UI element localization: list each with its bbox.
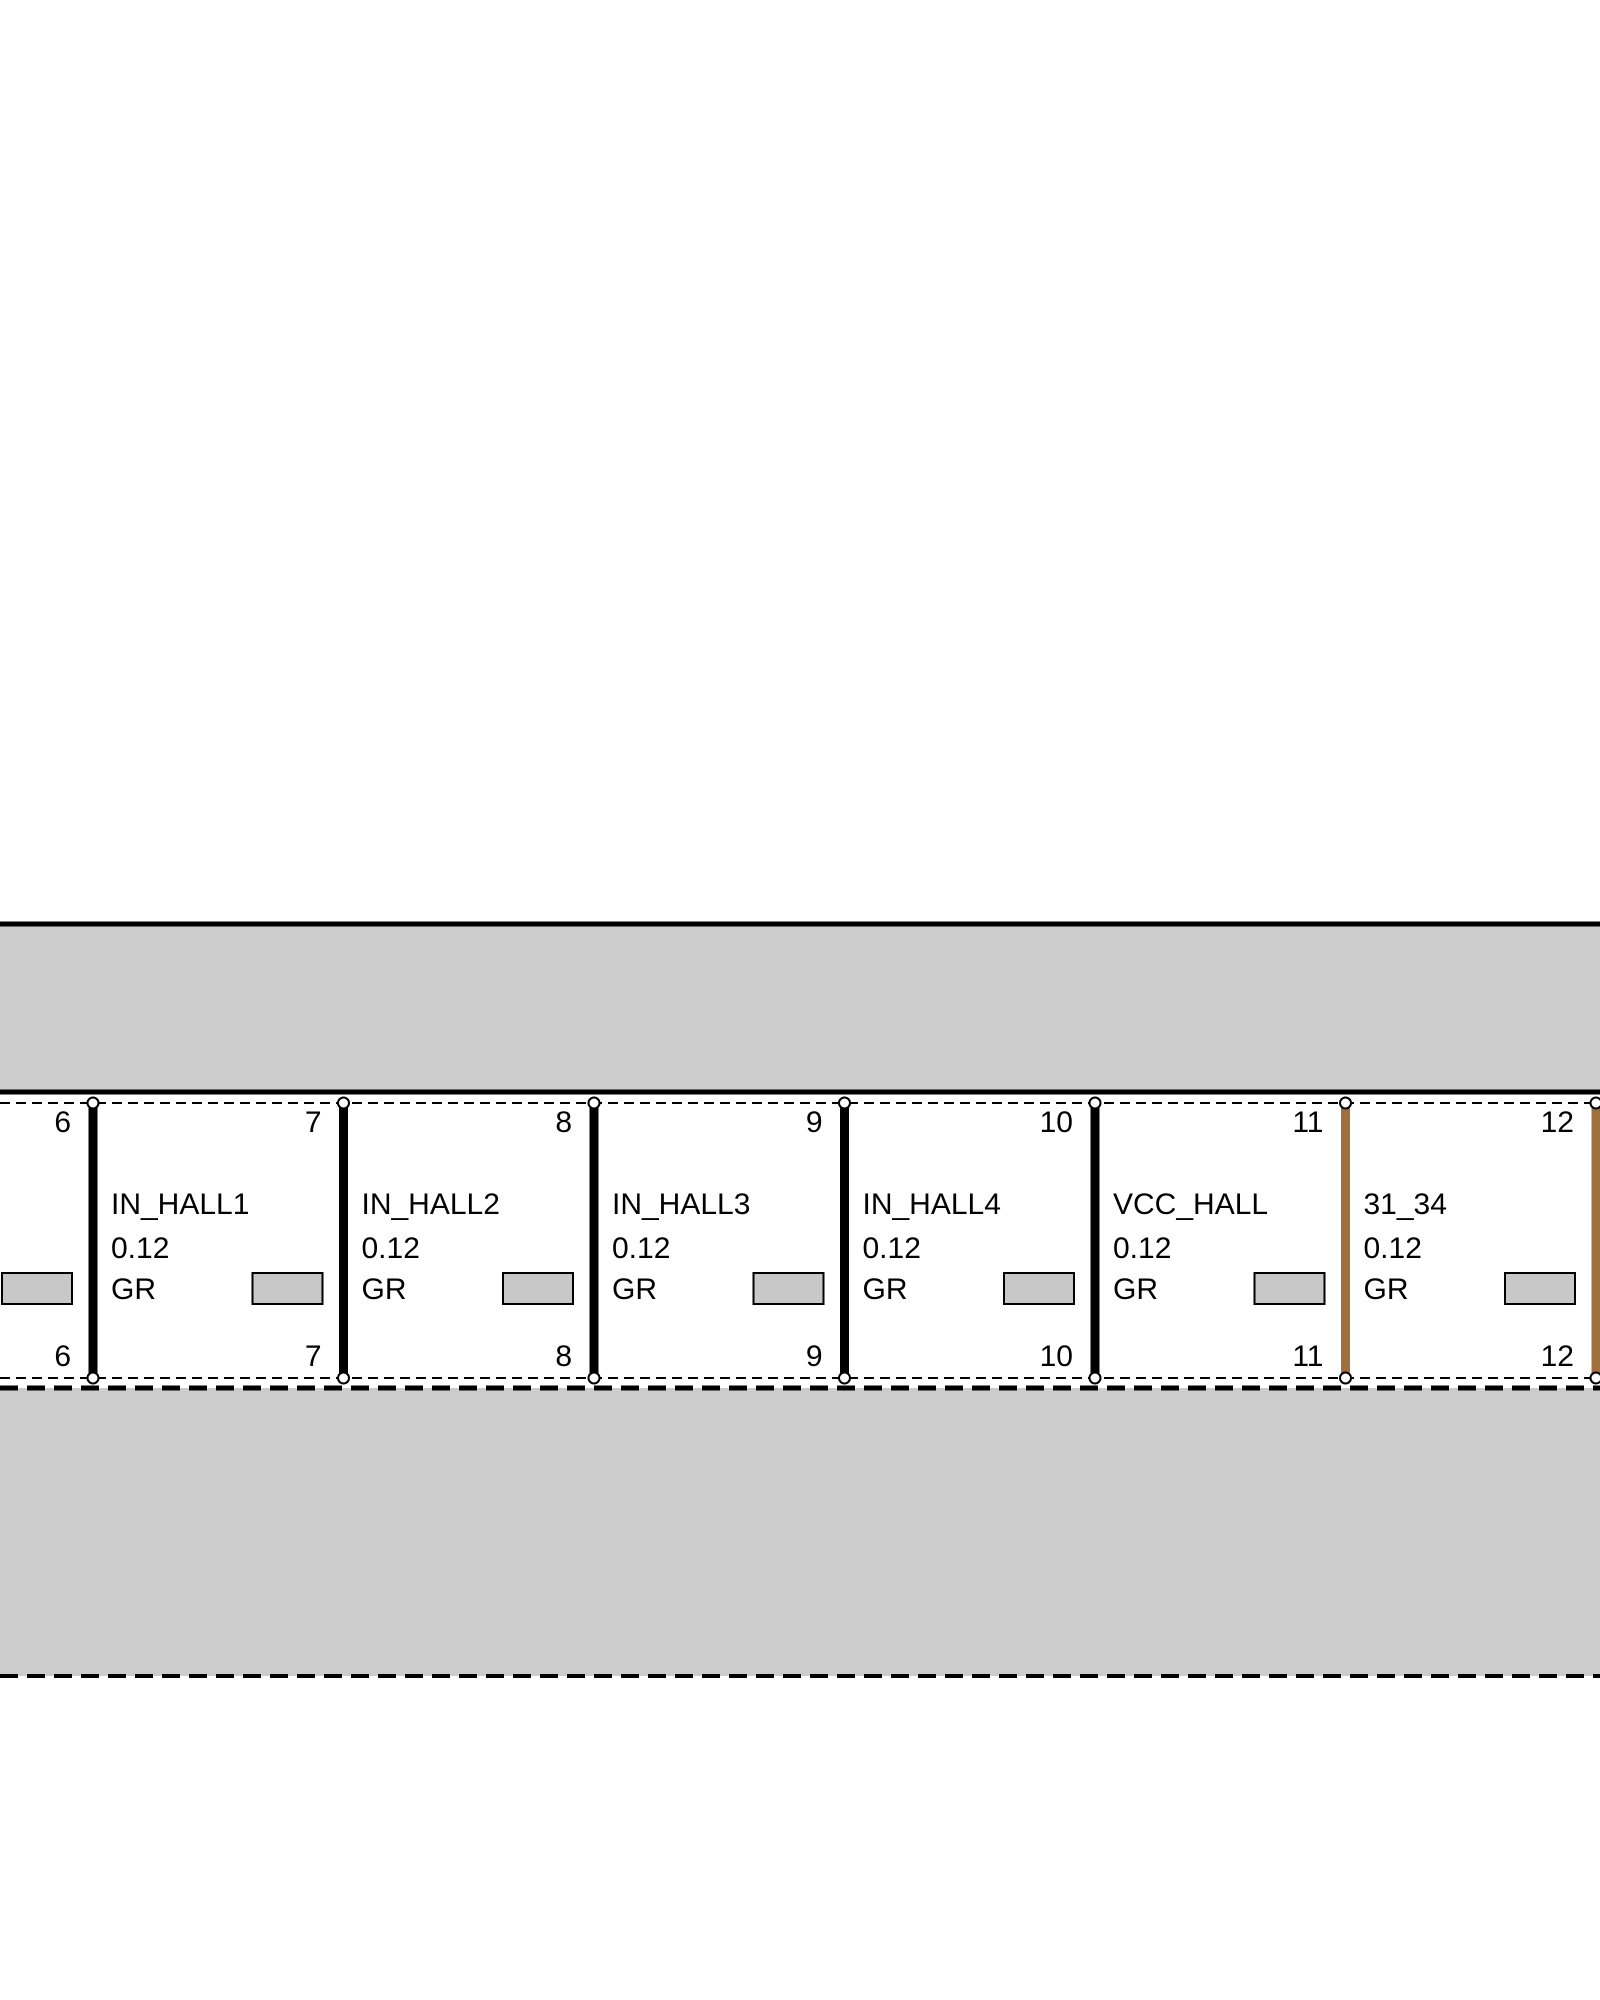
- wire-junction-top: [1339, 1096, 1352, 1110]
- pin-number-bottom: 6: [54, 1340, 71, 1373]
- wire-junction-bottom: [587, 1371, 601, 1385]
- wire-junction-bottom: [337, 1371, 350, 1385]
- cell-wire-color-code: GR: [863, 1273, 908, 1306]
- pin-number-bottom: 8: [555, 1340, 572, 1373]
- cell-wire-color-code: GR: [362, 1273, 407, 1306]
- terminal-block: [1003, 1272, 1075, 1305]
- pin-number-bottom: 12: [1541, 1340, 1574, 1373]
- cell-wire-gauge: 0.12: [1364, 1232, 1422, 1265]
- wire-junction-top: [1589, 1096, 1600, 1110]
- cell-signal-name: VCC_HALL: [1113, 1188, 1268, 1221]
- terminal-block: [1253, 1272, 1326, 1305]
- pin-number-top: 8: [555, 1106, 572, 1139]
- cell-wire-gauge: 0.12: [1113, 1232, 1171, 1265]
- pin-number-top: 9: [806, 1106, 823, 1139]
- wire-junction-bottom: [1339, 1371, 1352, 1385]
- cell-wire-color-code: GR: [111, 1273, 156, 1306]
- cell-wire-color-code: GR: [612, 1273, 657, 1306]
- pin-number-bottom: 10: [1040, 1340, 1073, 1373]
- terminal-block: [1, 1272, 73, 1305]
- cell-wire-color-code: GR: [1364, 1273, 1409, 1306]
- pin-number-top: 10: [1040, 1106, 1073, 1139]
- cell-wire-color-code: GR: [1113, 1273, 1158, 1306]
- pin-number-bottom: 11: [1292, 1340, 1323, 1373]
- terminal-block: [502, 1272, 574, 1305]
- cell-wire-gauge: 0.12: [863, 1232, 921, 1265]
- wire-junction-top: [1088, 1096, 1102, 1110]
- cell-signal-name: IN_HALL2: [362, 1188, 500, 1221]
- wire-junction-bottom: [1589, 1371, 1600, 1385]
- pin-number-top: 6: [54, 1106, 71, 1139]
- pin-number-bottom: 7: [305, 1340, 322, 1373]
- terminal-block: [1504, 1272, 1576, 1305]
- pin-number-bottom: 9: [806, 1340, 823, 1373]
- pin-number-top: 7: [305, 1106, 322, 1139]
- cell-signal-name: IN_HALL1: [111, 1188, 249, 1221]
- cell-signal-name: IN_HALL3: [612, 1188, 750, 1221]
- wire-junction-top: [86, 1096, 100, 1110]
- cell-signal-name: 31_34: [1364, 1188, 1447, 1221]
- terminal-block: [752, 1272, 825, 1305]
- wire-junction-bottom: [838, 1371, 851, 1385]
- terminal-block: [251, 1272, 324, 1305]
- wire-junction-bottom: [86, 1371, 100, 1385]
- top-connector-band: [0, 924, 1600, 1092]
- bottom-connector-band: [0, 1388, 1600, 1676]
- wire-junction-top: [838, 1096, 851, 1110]
- pin-cells: LL0.12GR66IN_HALL10.12GR77IN_HALL20.12GR…: [1, 1096, 1600, 1385]
- cell-wire-gauge: 0.12: [612, 1232, 670, 1265]
- pin-number-top: 12: [1541, 1106, 1574, 1139]
- pin-number-top: 11: [1292, 1106, 1323, 1139]
- cell-wire-gauge: 0.12: [111, 1232, 169, 1265]
- cell-wire-gauge: 0.12: [362, 1232, 420, 1265]
- cell-signal-name: IN_HALL4: [863, 1188, 1001, 1221]
- wire-junction-top: [587, 1096, 601, 1110]
- wire-junction-top: [337, 1096, 350, 1110]
- wire-junction-bottom: [1088, 1371, 1102, 1385]
